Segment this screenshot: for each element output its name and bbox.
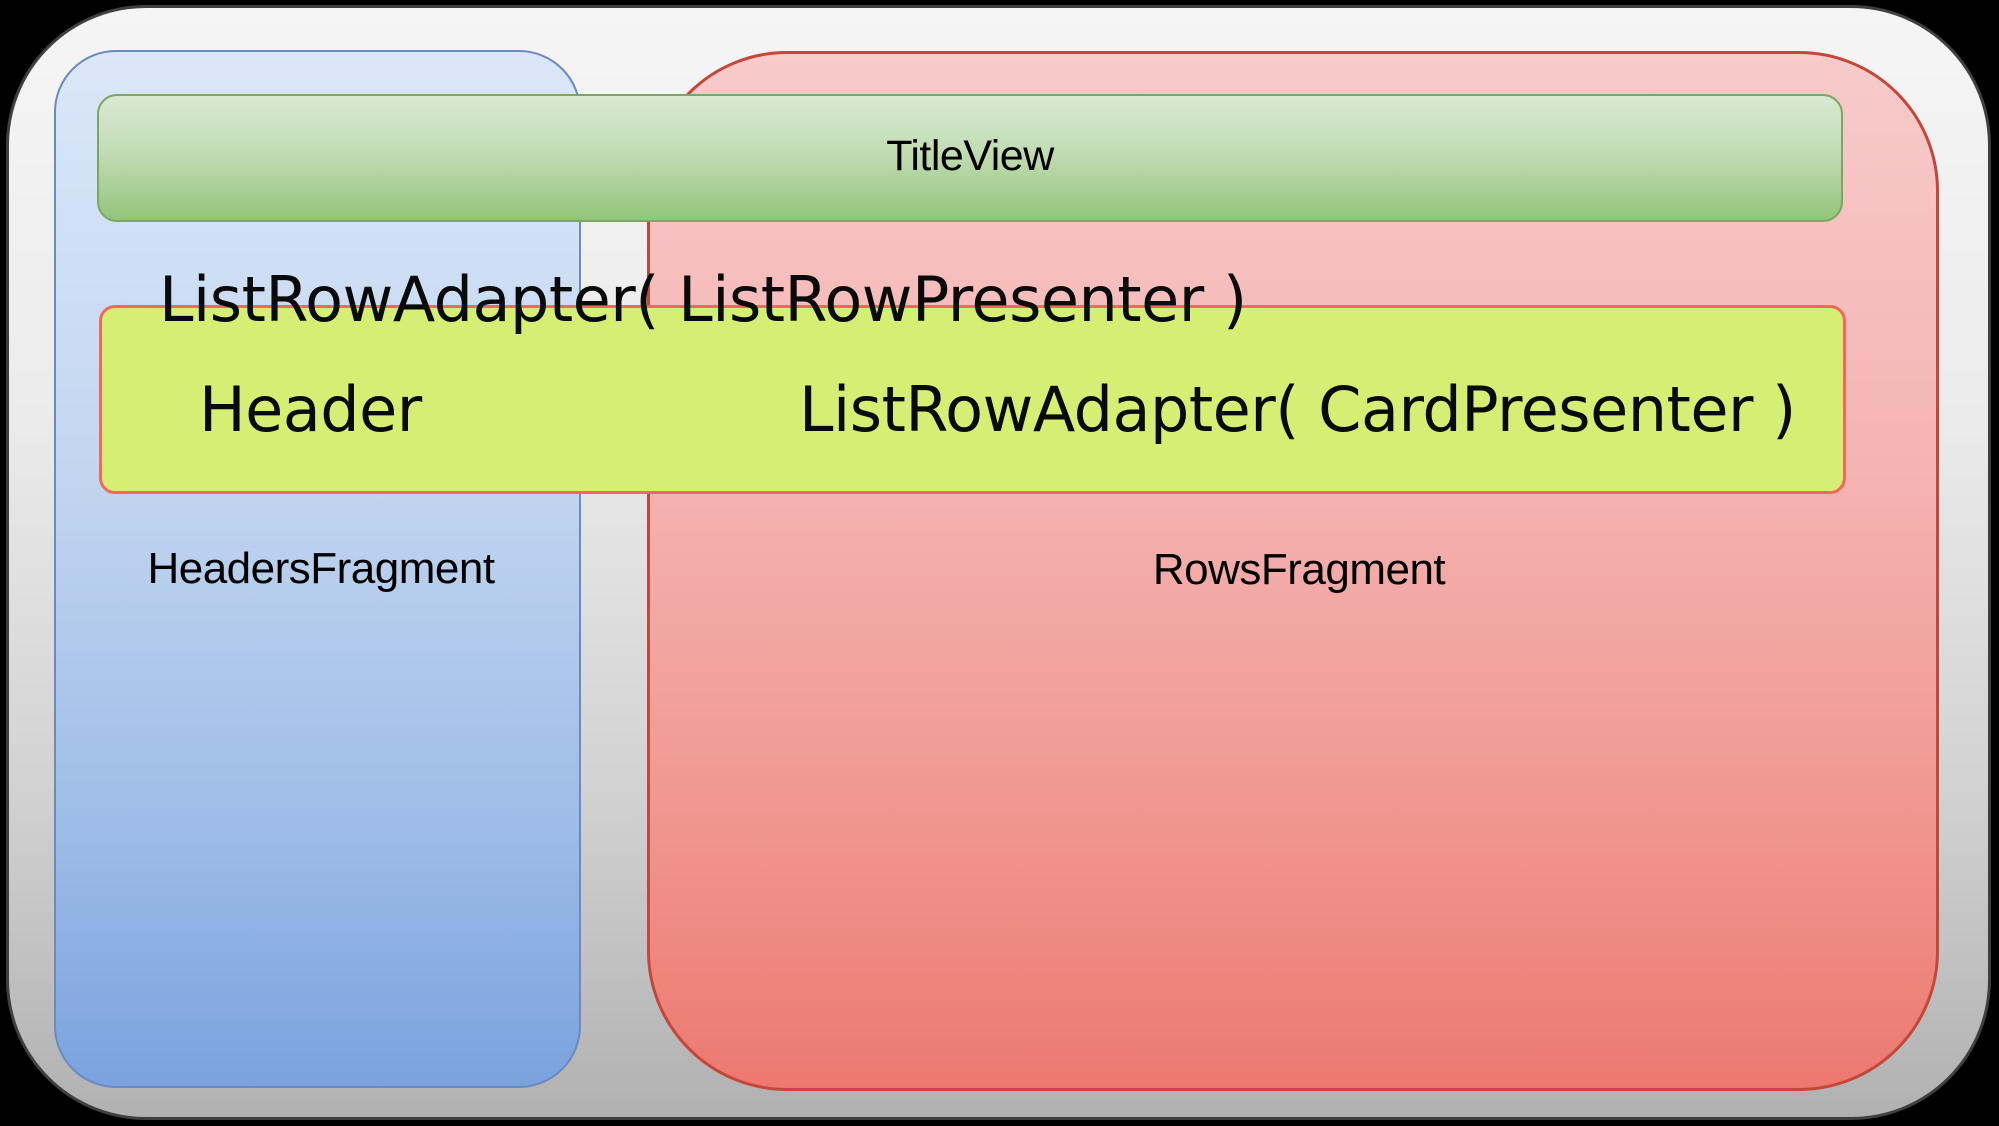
headers-fragment-label: HeadersFragment	[147, 544, 495, 593]
list-row-adapter-presenter-text: ListRowAdapter( ListRowPresenter )	[159, 263, 1247, 336]
list-row-bar	[99, 305, 1846, 494]
title-view-bar: TitleView	[97, 94, 1843, 222]
title-view-label: TitleView	[886, 131, 1054, 180]
card-presenter-adapter-text: ListRowAdapter( CardPresenter )	[799, 373, 1796, 446]
header-cell-text: Header	[199, 373, 422, 446]
headers-fragment-block	[54, 50, 581, 1088]
rows-fragment-label: RowsFragment	[1152, 545, 1446, 594]
device-screen-frame: TitleView ListRowAdapter( ListRowPresent…	[6, 5, 1991, 1120]
rows-fragment-block	[647, 51, 1939, 1091]
